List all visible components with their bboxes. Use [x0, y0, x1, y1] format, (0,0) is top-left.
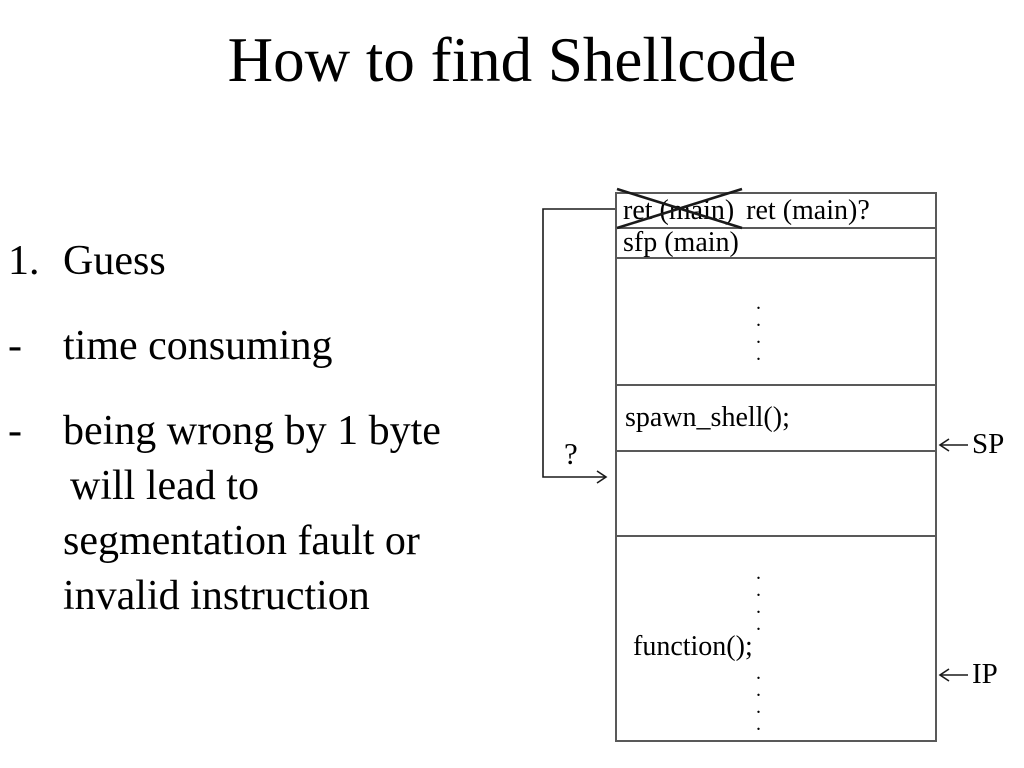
bullet-list: 1. Guess - time consuming - being wrong … — [8, 234, 508, 654]
ret-main-crossed-label: ret (main) — [623, 194, 735, 226]
list-item-guess: 1. Guess — [8, 234, 508, 289]
list-item-line: being wrong by 1 byte — [63, 408, 441, 454]
ret-main-question-label: ret (main)? — [746, 194, 870, 226]
stack-row-empty — [617, 452, 935, 537]
sfp-main-label: sfp (main) — [623, 227, 739, 258]
list-item-text: Guess — [63, 238, 166, 284]
list-item-line: will lead to — [70, 463, 259, 509]
list-marker: - — [8, 323, 22, 369]
page-title: How to find Shellcode — [227, 25, 797, 95]
stack-diagram: ret (main) ret (main)? sfp (main) . . . … — [615, 192, 937, 742]
list-marker: 1. — [8, 238, 40, 284]
list-marker: - — [8, 408, 22, 454]
stack-row-spawn-shell: spawn_shell(); — [617, 386, 935, 452]
vertical-ellipsis: . . . . — [756, 292, 761, 365]
stack-row-buffer: . . . . — [617, 259, 935, 386]
sp-register-label: SP — [972, 428, 1005, 460]
function-label: function(); — [633, 631, 753, 662]
stack-row-sfp: sfp (main) — [617, 227, 935, 259]
list-item-line: invalid instruction — [63, 573, 370, 619]
list-item-text: being wrong by 1 byte will lead to segme… — [63, 404, 508, 624]
sp-arrow-icon — [938, 438, 968, 452]
ip-register-label: IP — [972, 658, 998, 690]
stack-row-ret: ret (main) ret (main)? — [617, 194, 935, 229]
list-item-text: time consuming — [63, 323, 333, 369]
question-mark-label: ? — [564, 436, 578, 471]
vertical-ellipsis: . . . . — [756, 662, 761, 735]
list-item-line: segmentation fault or — [63, 518, 420, 564]
list-item-time-consuming: - time consuming — [8, 319, 508, 374]
spawn-shell-label: spawn_shell(); — [625, 402, 790, 433]
guess-pointer-arrow — [542, 208, 615, 484]
ip-arrow-icon — [938, 668, 968, 682]
vertical-ellipsis: . . . . — [756, 562, 761, 635]
list-item-wrong-byte: - being wrong by 1 byte will lead to seg… — [8, 404, 508, 624]
stack-row-function: . . . . function(); . . . . — [617, 537, 935, 740]
